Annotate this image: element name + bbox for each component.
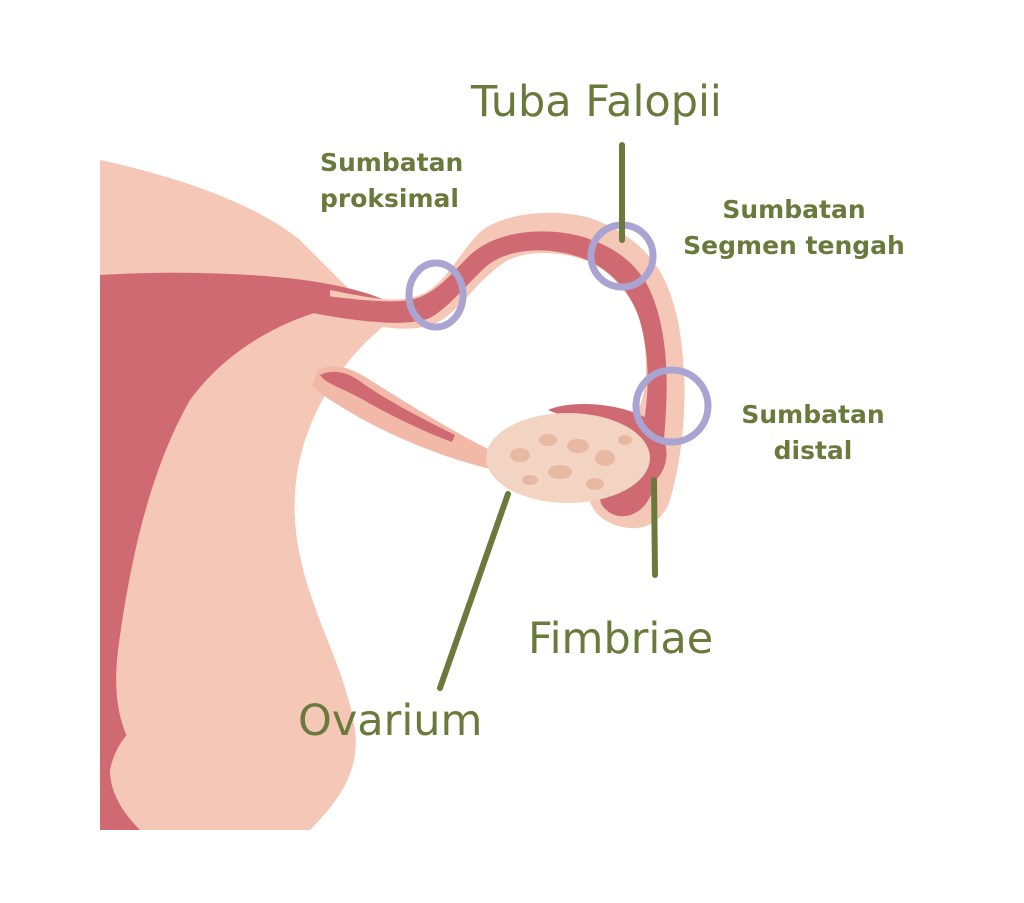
label-midsegment-line2: Segmen tengah bbox=[666, 228, 922, 264]
ovary-group bbox=[312, 366, 667, 503]
leader-line-ovary bbox=[440, 494, 508, 688]
label-proximal-line1: Sumbatan bbox=[320, 145, 463, 181]
label-sumbatan-proksimal: Sumbatan proksimal bbox=[320, 145, 463, 217]
label-distal-line1: Sumbatan bbox=[724, 397, 902, 433]
label-sumbatan-distal: Sumbatan distal bbox=[724, 397, 902, 469]
label-distal-line2: distal bbox=[724, 433, 902, 469]
label-fimbriae: Fimbriae bbox=[528, 618, 713, 661]
label-tuba-falopii: Tuba Falopii bbox=[471, 81, 722, 124]
ovary bbox=[486, 413, 650, 503]
label-proximal-line2: proksimal bbox=[320, 181, 463, 217]
label-sumbatan-segmen-tengah: Sumbatan Segmen tengah bbox=[666, 192, 922, 264]
label-midsegment-line1: Sumbatan bbox=[666, 192, 922, 228]
leader-line-fimbriae bbox=[654, 480, 655, 575]
label-ovarium: Ovarium bbox=[298, 700, 482, 743]
